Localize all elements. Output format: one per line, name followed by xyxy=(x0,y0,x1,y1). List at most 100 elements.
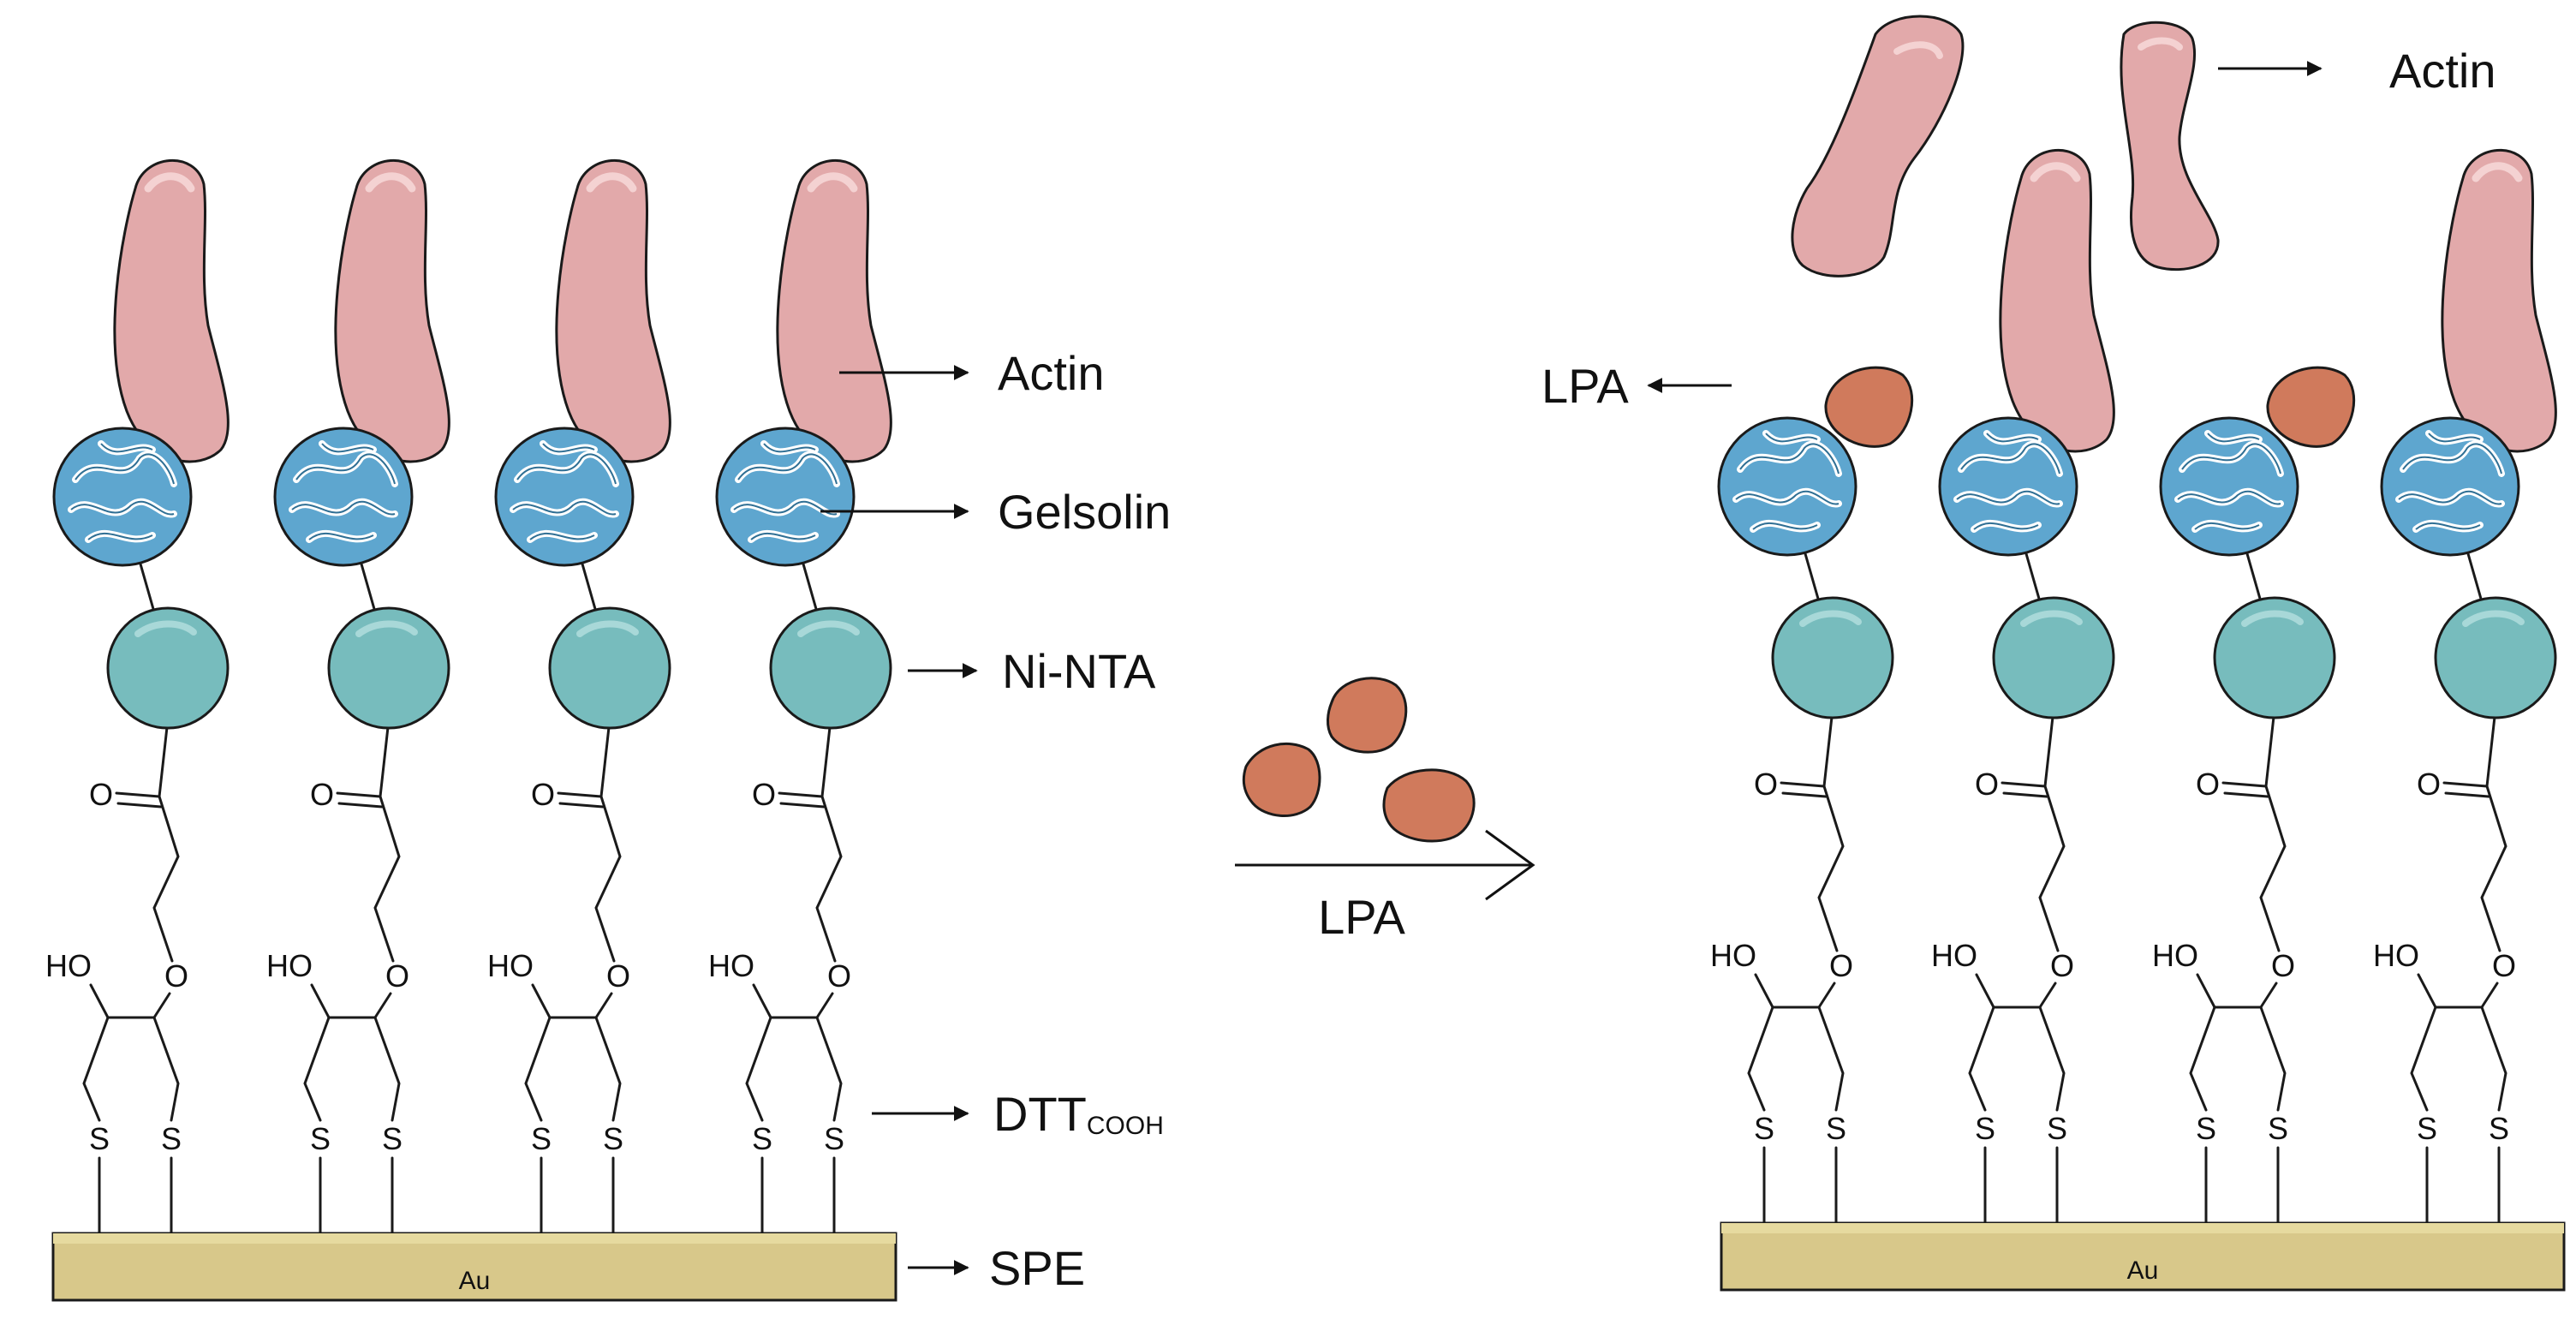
gelsolin-fold-outline xyxy=(2207,433,2260,443)
double-bond xyxy=(336,791,382,798)
bond xyxy=(89,983,110,1019)
bond xyxy=(2417,973,2437,1009)
bond xyxy=(2480,1006,2507,1112)
label-gelsolin: Gelsolin xyxy=(998,485,1171,539)
ni-nta-bead xyxy=(106,606,230,730)
gelsolin-fold-outline xyxy=(516,453,617,485)
carbonyl-oxygen: O xyxy=(89,777,113,812)
gelsolin-fold-outline xyxy=(1986,433,2039,443)
ni-nta-highlight xyxy=(2241,610,2304,627)
label-actin-right: Actin xyxy=(2389,44,2496,98)
gelsolin-fold-outline xyxy=(529,532,595,540)
bond xyxy=(1975,973,1995,1009)
carbonyl-oxygen: O xyxy=(2196,767,2220,802)
gelsolin-fold-outline xyxy=(295,453,396,485)
gelsolin-protein xyxy=(1717,416,1857,557)
left-au-label: Au xyxy=(459,1267,491,1295)
bond xyxy=(1747,1006,1774,1112)
ether-oxygen: O xyxy=(164,958,188,994)
bond xyxy=(2259,982,2278,1009)
sulfur-atom: S xyxy=(310,1121,331,1156)
bond xyxy=(2038,1006,2066,1112)
gelsolin-fold-outline xyxy=(1739,443,1840,474)
gelsolin-protein xyxy=(494,427,635,567)
actin-highlight xyxy=(144,172,195,193)
lpa-molecule-free xyxy=(1242,742,1321,818)
gelsolin-fold-outline xyxy=(750,532,816,540)
double-bond xyxy=(2444,791,2490,798)
bond xyxy=(2189,1006,2216,1112)
ni-nta-bead xyxy=(548,606,671,730)
label-lpa: LPA xyxy=(1541,359,1629,413)
gelsolin-protein xyxy=(1938,416,2078,557)
bond xyxy=(152,1016,180,1122)
carbonyl-oxygen: O xyxy=(2417,767,2441,802)
carbonyl-oxygen: O xyxy=(1975,767,1999,802)
bond xyxy=(2264,707,2276,788)
carbonyl-oxygen: O xyxy=(752,777,776,812)
label-ni-nta: Ni-NTA xyxy=(1002,644,1156,698)
label-actin-left: Actin xyxy=(998,346,1105,400)
alkyl-chain xyxy=(2038,785,2066,952)
ether-oxygen: O xyxy=(2492,948,2516,983)
ni-nta-highlight xyxy=(2020,610,2083,627)
sulfur-atom: S xyxy=(824,1121,844,1156)
lpa-molecule-bound xyxy=(1824,366,1914,448)
double-bond xyxy=(2002,791,2048,798)
gelsolin-fold-outline xyxy=(321,443,374,453)
bond xyxy=(531,983,552,1019)
hydroxyl-group: HO xyxy=(1710,938,1756,973)
sulfur-atom: S xyxy=(2196,1111,2216,1146)
bond xyxy=(594,1016,622,1122)
left-label-ni-nta: Ni-NTA xyxy=(908,644,1156,698)
right-label-lpa: LPA xyxy=(1541,359,1732,413)
reaction-reagent-label: LPA xyxy=(1318,890,1405,944)
left-label-gelsolin: Gelsolin xyxy=(820,485,1171,539)
ni-nta-bead xyxy=(1771,596,1894,719)
right-gold-electrode: Au xyxy=(1720,1221,2566,1292)
bond xyxy=(815,1016,843,1122)
lpa-molecule-free xyxy=(1327,677,1408,754)
double-bond xyxy=(778,791,824,798)
sulfur-atom: S xyxy=(382,1121,402,1156)
ni-nta-bead xyxy=(2434,596,2557,719)
actin-protein xyxy=(2441,149,2557,453)
sulfur-atom: S xyxy=(531,1121,552,1156)
hydroxyl-group: HO xyxy=(1931,938,1977,973)
gelsolin-fold-outline xyxy=(308,532,374,540)
free-actin-2 xyxy=(2120,21,2220,272)
actin-protein xyxy=(776,159,892,463)
ni-nta-bead xyxy=(2213,596,2336,719)
bond xyxy=(2196,973,2216,1009)
double-bond xyxy=(115,791,161,798)
double-bond xyxy=(337,802,384,809)
ni-nta-highlight xyxy=(2462,610,2525,627)
sulfur-atom: S xyxy=(1754,1111,1774,1146)
bond xyxy=(82,1016,110,1122)
bond xyxy=(2259,1006,2287,1112)
double-bond xyxy=(1780,781,1826,788)
linker xyxy=(580,559,599,617)
gelsolin-fold-outline xyxy=(1960,443,2060,474)
gelsolin-fold-outline xyxy=(1765,433,1818,443)
gelsolin-protein xyxy=(2159,416,2299,557)
hydroxyl-group: HO xyxy=(45,948,92,983)
bond xyxy=(1817,1006,1845,1112)
ether-oxygen: O xyxy=(1829,948,1853,983)
bond xyxy=(1822,707,1834,788)
gelsolin-fold-outline xyxy=(2181,443,2281,474)
bond xyxy=(2485,707,2497,788)
bond xyxy=(594,992,613,1019)
sulfur-atom: S xyxy=(161,1121,182,1156)
alkyl-chain xyxy=(2480,785,2507,952)
gelsolin-fold-outline xyxy=(2402,443,2502,474)
hydroxyl-group: HO xyxy=(487,948,534,983)
left-label-dtt: DTTCOOH xyxy=(872,1087,1164,1141)
reaction-arrow: LPA xyxy=(1235,829,1535,944)
gelsolin-protein xyxy=(273,427,414,567)
gelsolin-fold-outline xyxy=(737,453,838,485)
